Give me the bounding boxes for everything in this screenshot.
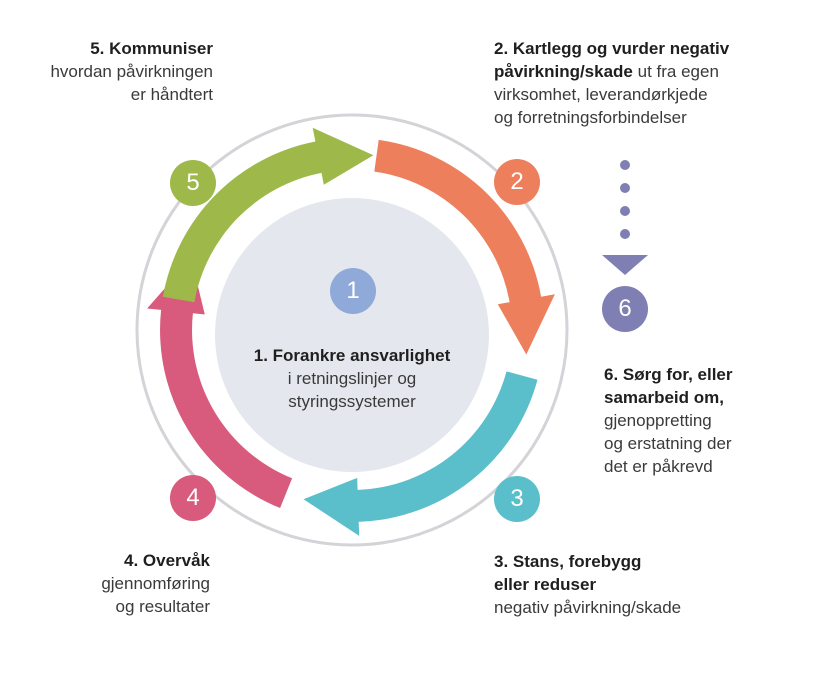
- dot-1: [620, 160, 630, 170]
- step-5-line-2: er håndtert: [130, 85, 213, 104]
- step-5-title: 5. Kommuniser: [90, 39, 213, 58]
- step-4-line-1: gjennomføring: [101, 574, 210, 593]
- step-1-badge: 1: [330, 268, 376, 314]
- step-4-text: 4. Overvåk gjennomføring og resultater: [20, 549, 210, 618]
- dot-4: [620, 229, 630, 239]
- step-6-title-line-2: samarbeid om,: [604, 388, 724, 407]
- dot-3: [620, 206, 630, 216]
- step-6-line-1: gjenoppretting: [604, 411, 712, 430]
- step-6-badge: 6: [602, 286, 648, 332]
- arrow-step-4: [147, 258, 293, 508]
- step-2-badge: 2: [494, 159, 540, 205]
- arrow-step-2: [374, 139, 555, 355]
- step-1-line-1: i retningslinjer og: [287, 369, 417, 388]
- arrow-step-3: [303, 371, 538, 536]
- step-1-title: 1. Forankre ansvarlighet: [253, 346, 451, 365]
- step-5-badge: 5: [170, 160, 216, 206]
- step-2-title-line-1: 2. Kartlegg og vurder negativ: [494, 39, 730, 58]
- step-2-line-2: og forretningsforbindelser: [494, 108, 687, 127]
- step-1-line-2: styringssystemer: [288, 392, 416, 411]
- step-2-title-rest: ut fra egen: [632, 62, 719, 81]
- step-2-line-1: virksomhet, leverandørkjede: [494, 85, 708, 104]
- step-3-badge: 3: [494, 476, 540, 522]
- step-3-text: 3. Stans, forebygg eller reduser negativ…: [494, 550, 774, 619]
- step-3-line-1: negativ påvirkning/skade: [494, 598, 682, 617]
- step-2-text: 2. Kartlegg og vurder negativ påvirkning…: [494, 37, 794, 129]
- outer-ring: [135, 113, 569, 547]
- dot-2: [620, 183, 630, 193]
- down-arrow-icon: [602, 255, 648, 275]
- step-3-title-line-1: 3. Stans, forebygg: [494, 552, 642, 571]
- step-3-title-line-2: eller reduser: [494, 575, 597, 594]
- step-6-line-2: og erstatning der: [604, 434, 732, 453]
- step-6-line-3: det er påkrevd: [604, 457, 713, 476]
- step-4-title: 4. Overvåk: [123, 551, 210, 570]
- step-5-text: 5. Kommuniser hvordan påvirkningen er hå…: [10, 37, 213, 106]
- step-6-title-line-1: 6. Sørg for, eller: [604, 365, 733, 384]
- step-6-text: 6. Sørg for, eller samarbeid om, gjenopp…: [604, 363, 804, 478]
- step-4-badge: 4: [170, 475, 216, 521]
- step-4-line-2: og resultater: [115, 597, 211, 616]
- step-2-title-bold: påvirkning/skade: [494, 62, 633, 81]
- step-1-text: 1. Forankre ansvarlighet i retningslinje…: [222, 344, 482, 413]
- step-2-title-line-2: påvirkning/skade ut fra egen: [494, 60, 794, 83]
- step-5-line-1: hvordan påvirkningen: [50, 62, 213, 81]
- core-circle: [215, 198, 489, 472]
- arrow-step-5: [162, 127, 374, 303]
